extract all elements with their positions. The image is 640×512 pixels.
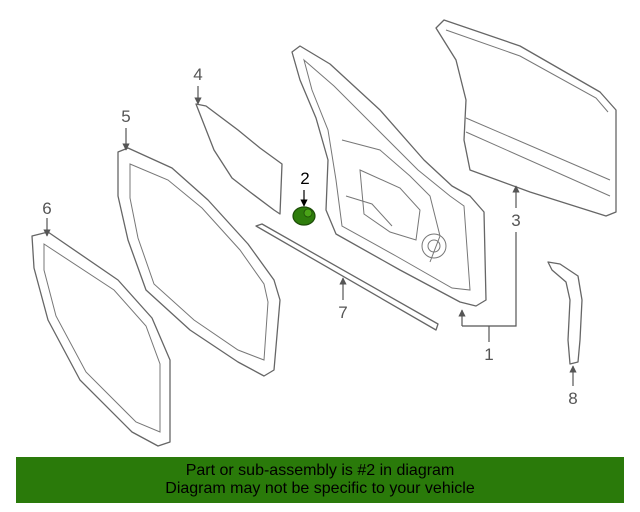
part-2-clip-highlighted xyxy=(292,206,316,226)
callout-1: 1 xyxy=(484,345,493,364)
window-trim-panel xyxy=(195,103,283,215)
leader-lines xyxy=(43,86,577,386)
door-edge-guard xyxy=(547,261,583,365)
callout-5: 5 xyxy=(121,107,130,126)
banner-line-2: Diagram may not be specific to your vehi… xyxy=(165,480,475,497)
door-outer-panel xyxy=(435,19,617,217)
banner-line-1: Part or sub-assembly is #2 in diagram xyxy=(185,462,455,479)
callout-3: 3 xyxy=(511,211,520,230)
callout-7: 7 xyxy=(338,303,347,322)
info-banner: Part or sub-assembly is #2 in diagram Di… xyxy=(16,457,624,503)
weatherstrip-outer xyxy=(31,231,171,447)
callout-2: 2 xyxy=(300,169,309,188)
door-frame xyxy=(291,45,487,307)
callout-6: 6 xyxy=(42,199,51,218)
beltline-molding xyxy=(255,223,439,331)
weatherstrip-inner xyxy=(117,147,281,377)
callout-4: 4 xyxy=(193,65,202,84)
callout-8: 8 xyxy=(568,389,577,408)
parts-diagram: 1 2 3 4 5 6 7 8 xyxy=(31,19,617,447)
parts-diagram-svg: 1 2 3 4 5 6 7 8 xyxy=(31,19,617,447)
